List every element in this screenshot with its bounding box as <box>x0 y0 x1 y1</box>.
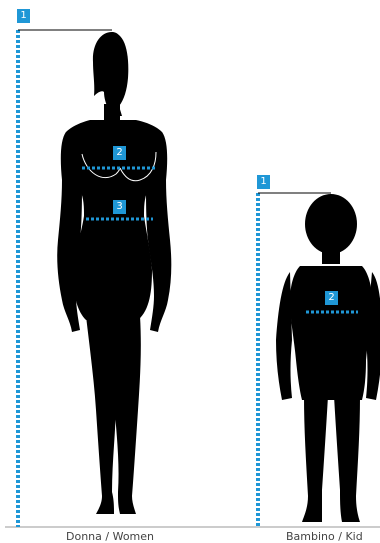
women-bust-marker: 2 <box>113 146 126 160</box>
women-silhouette <box>57 32 171 514</box>
kid-silhouette <box>276 194 380 522</box>
kid-caption: Bambino / Kid <box>286 530 363 543</box>
women-waist-marker: 3 <box>113 200 126 214</box>
women-caption: Donna / Women <box>66 530 154 543</box>
kid-height-marker: 1 <box>257 175 270 189</box>
kid-chest-marker: 2 <box>325 291 338 305</box>
women-height-marker: 1 <box>17 9 30 23</box>
